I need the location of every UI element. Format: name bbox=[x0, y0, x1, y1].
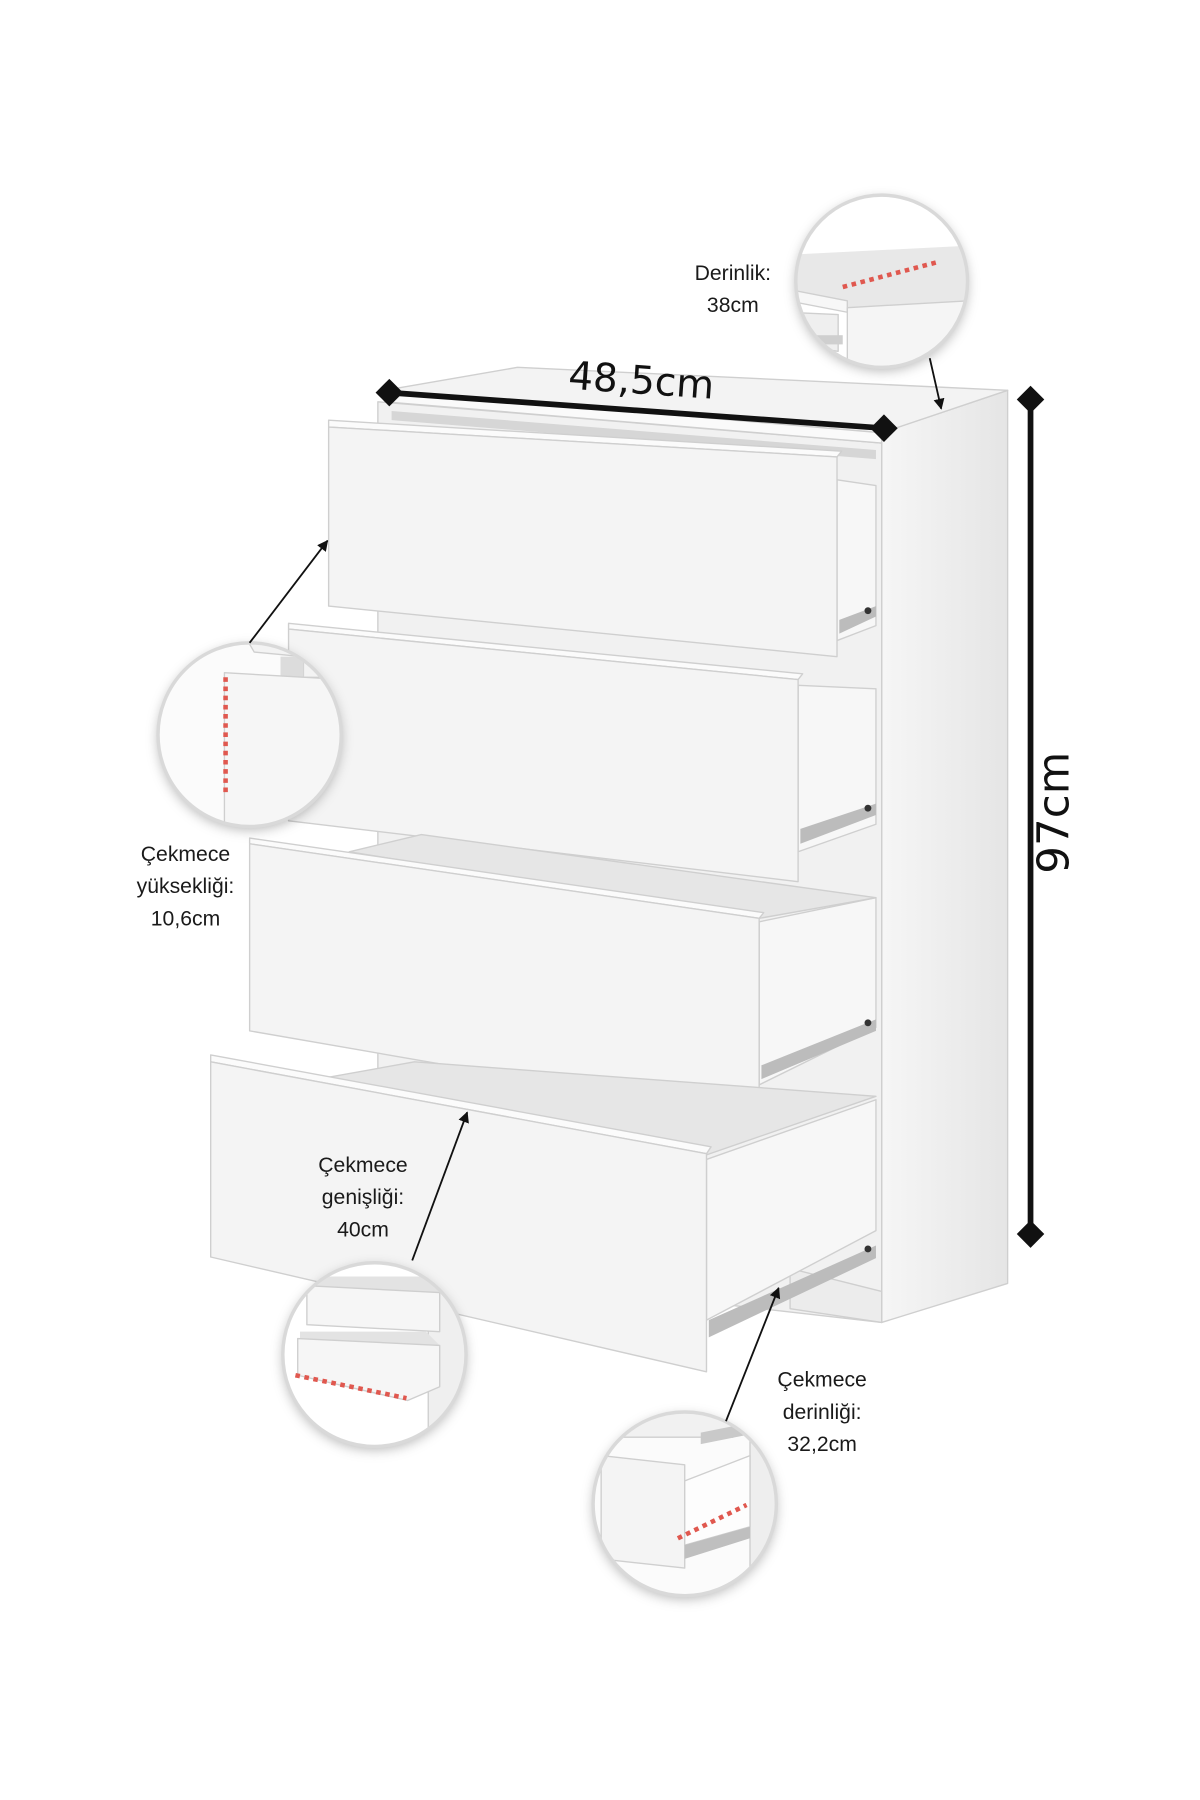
width-dimension-line bbox=[389, 389, 885, 432]
drawer-3-slide-rail bbox=[761, 1019, 876, 1080]
drawer-depth-leader-arrow bbox=[725, 1286, 781, 1422]
drawer-2-slide-rail bbox=[800, 803, 876, 844]
drawer-height-detail: Çekmece yüksekliği: 10,6cm bbox=[137, 539, 343, 930]
drawer-height-leader-arrow bbox=[248, 539, 329, 644]
detail-drawer-front bbox=[600, 1454, 686, 1569]
cabinet-side-panel bbox=[880, 389, 1009, 1324]
width-end-marker-left bbox=[375, 378, 404, 407]
drawer-width-label-line-1: Çekmece bbox=[318, 1154, 407, 1177]
drawer-width-detail: Çekmece genişliği: 40cm bbox=[281, 1111, 469, 1449]
drawer-2[interactable] bbox=[287, 622, 877, 883]
height-dimension-label: 97cm bbox=[1029, 752, 1079, 874]
width-dimension-label: 48,5cm bbox=[567, 354, 716, 409]
detail-rail-notch bbox=[280, 656, 304, 678]
drawer-4-front[interactable] bbox=[209, 1061, 708, 1373]
drawer-3[interactable] bbox=[248, 833, 877, 1120]
detail-drawer-gap bbox=[815, 335, 843, 345]
drawer-width-highlight-dashed-line bbox=[294, 1373, 407, 1401]
depth-label-line-1: Derinlik: bbox=[695, 262, 771, 285]
depth-detail: Derinlik: 38cm bbox=[695, 193, 970, 410]
drawer-depth-detail: Çekmece derinliği: 32,2cm bbox=[591, 1286, 867, 1598]
drawer-4-rail-screw bbox=[864, 1245, 872, 1253]
detail-upper-drawer-top bbox=[306, 1276, 440, 1293]
drawer-depth-highlight-dashed-line bbox=[676, 1502, 748, 1541]
drawer-height-label-line-2: yüksekliği: bbox=[137, 875, 235, 898]
drawer-2-rail-screw bbox=[864, 804, 872, 812]
depth-highlight-dashed-line bbox=[842, 259, 940, 290]
depth-leader-arrow bbox=[928, 357, 945, 410]
width-dimension: 48,5cm bbox=[375, 354, 898, 442]
detail-lower-drawer-top bbox=[300, 1331, 440, 1346]
drawer-3-rail-screw bbox=[864, 1019, 872, 1027]
detail-upper-drawer bbox=[306, 1285, 441, 1333]
drawer-depth-detail-ring bbox=[591, 1410, 779, 1598]
drawer-depth-label-line-2: derinliği: bbox=[783, 1401, 862, 1424]
detail-slide-rail bbox=[684, 1526, 750, 1559]
height-end-marker-bottom bbox=[1016, 1220, 1045, 1248]
chest-of-drawers bbox=[209, 366, 1009, 1373]
detail-carcass-side bbox=[749, 1431, 776, 1595]
drawer-width-label-line-3: 40cm bbox=[337, 1218, 389, 1241]
drawer-height-label-line-1: Çekmece bbox=[141, 843, 230, 866]
height-dimension: 97cm bbox=[1016, 385, 1079, 1248]
detail-lower-drawer bbox=[297, 1337, 441, 1402]
drawer-depth-label-line-1: Çekmece bbox=[777, 1369, 866, 1392]
drawer-4-slide-rail bbox=[708, 1245, 876, 1338]
depth-detail-ring bbox=[794, 193, 970, 370]
drawer-width-detail-ring bbox=[281, 1261, 468, 1449]
drawer-1[interactable] bbox=[327, 419, 877, 658]
drawer-depth-label-line-3: 32,2cm bbox=[787, 1433, 856, 1456]
drawer-height-label-line-3: 10,6cm bbox=[151, 907, 220, 930]
height-end-marker-top bbox=[1016, 385, 1045, 414]
depth-label-line-2: 38cm bbox=[707, 294, 759, 317]
drawer-width-label-line-2: genişliği: bbox=[322, 1186, 404, 1209]
drawer-1-front[interactable] bbox=[327, 426, 838, 658]
drawer-1-rail-screw bbox=[864, 607, 872, 615]
drawer-4[interactable] bbox=[209, 1054, 877, 1373]
width-end-marker-right bbox=[870, 414, 898, 442]
drawer-width-leader-arrow bbox=[411, 1111, 469, 1261]
